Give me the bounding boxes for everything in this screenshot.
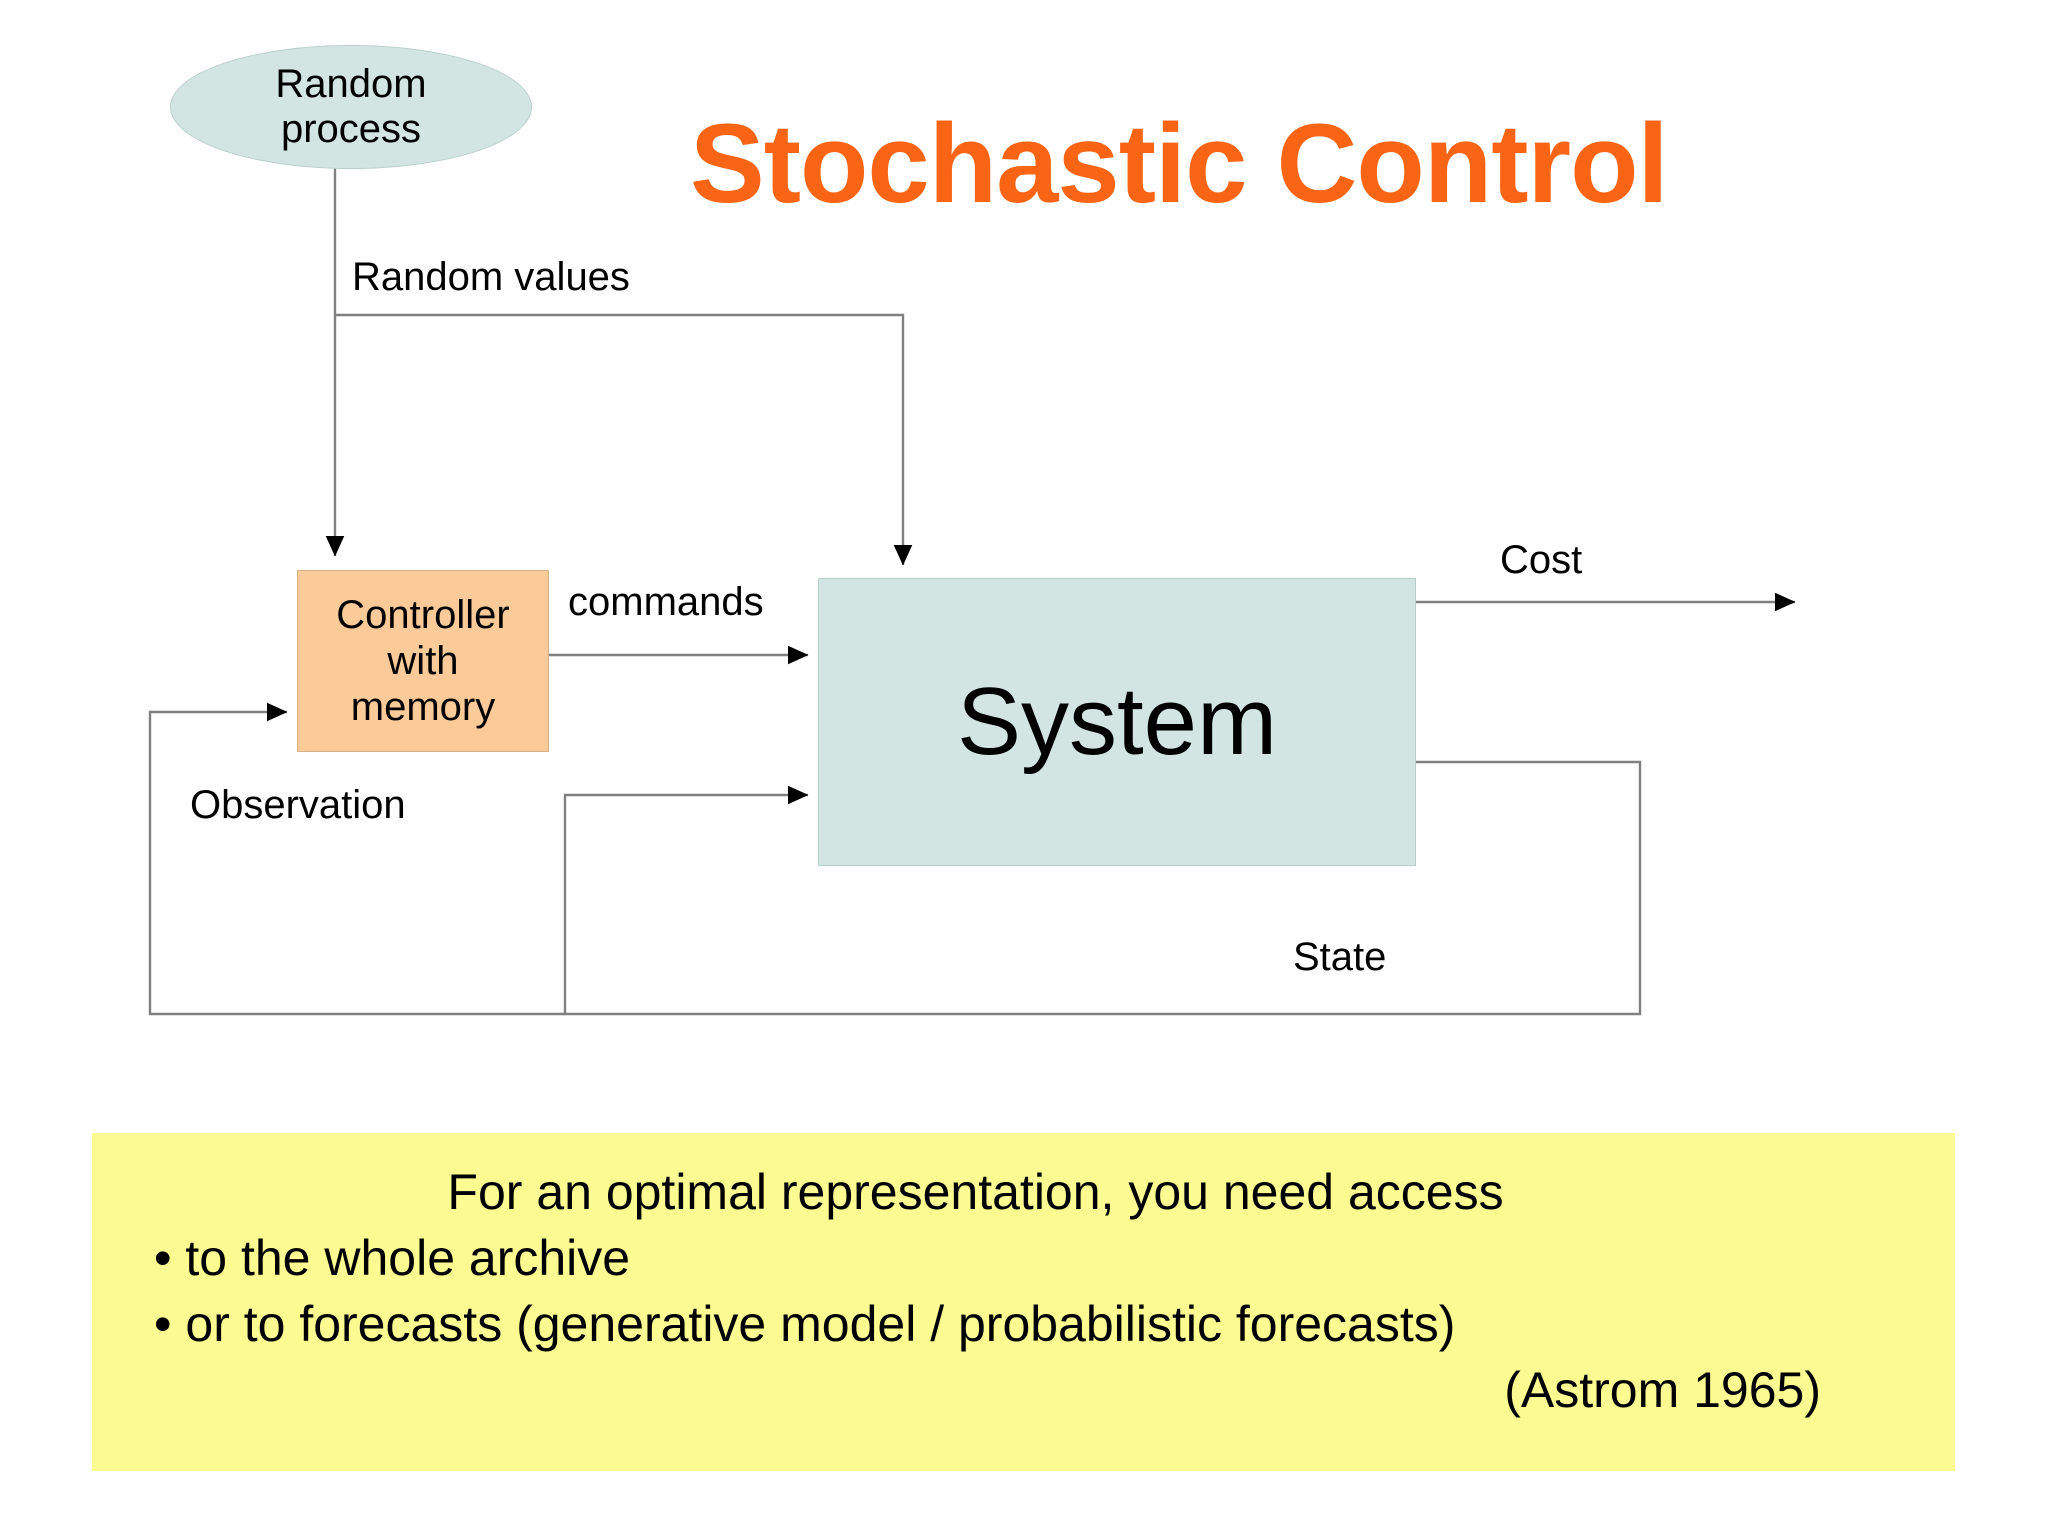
edge-label-cost: Cost (1500, 538, 1583, 582)
edge-label-random-values: Random values (352, 255, 630, 299)
node-controller-line1: Controller (336, 593, 510, 637)
callout-line-1: For an optimal representation, you need … (447, 1164, 1504, 1220)
edge-label-state: State (1293, 935, 1387, 979)
edge-observation-loop (148, 702, 565, 1016)
callout-line-3: • or to forecasts (generative model / pr… (154, 1296, 1456, 1352)
edge-split-system-top (335, 313, 913, 566)
node-system: System (818, 578, 1416, 866)
node-controller: Controller with memory (297, 570, 549, 752)
callout-line-2: • to the whole archive (154, 1230, 631, 1286)
node-random-process: Random process (170, 45, 532, 169)
node-controller-line2: with (387, 639, 459, 683)
page-title: Stochastic Control (690, 101, 1669, 226)
callout-box: For an optimal representation, you need … (92, 1133, 1955, 1471)
node-system-label: System (956, 668, 1278, 775)
node-random-process-line1: Random (275, 62, 427, 107)
edge-label-commands: commands (568, 580, 764, 624)
callout-line-4: (Astrom 1965) (1504, 1362, 1821, 1418)
node-controller-line3: memory (350, 685, 496, 729)
node-random-process-line2: process (280, 107, 422, 151)
edge-label-observation: Observation (190, 783, 406, 827)
